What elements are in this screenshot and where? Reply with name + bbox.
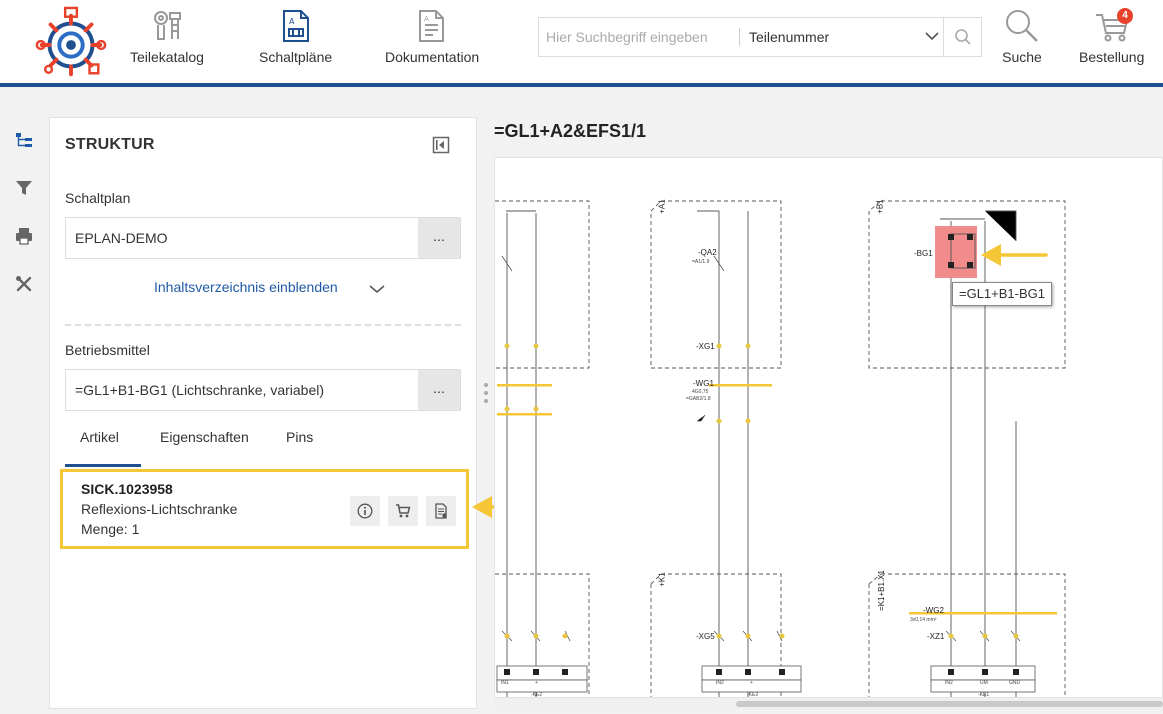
pin-plus-1: +: [535, 680, 538, 686]
cable-wg2-spec: 3x0,14 mm²: [910, 617, 937, 623]
pin-in2-right: IN2: [945, 680, 953, 686]
betriebsmittel-label: Betriebsmittel: [65, 342, 150, 358]
pin-plus-2: +: [750, 680, 753, 686]
search-field-value: Teilenummer: [749, 29, 830, 45]
svg-text:A: A: [289, 17, 295, 26]
filter-icon[interactable]: [12, 176, 36, 200]
article-number: SICK.1023958: [81, 481, 173, 497]
info-button[interactable]: [350, 496, 380, 526]
terminal-xg5[interactable]: -XG5: [696, 632, 715, 641]
schaltplan-value: EPLAN-DEMO: [75, 230, 168, 246]
chevron-down-icon: [925, 32, 939, 41]
pin-gnd: GND: [1009, 680, 1021, 686]
search-input[interactable]: [539, 18, 739, 56]
article-description: Reflexions-Lichtschranke: [81, 501, 238, 517]
schaltplan-label: Schaltplan: [65, 190, 131, 206]
module-ke1: -KE1: [978, 692, 990, 698]
nav-dokumentation-label: Dokumentation: [385, 49, 480, 65]
magnifier-icon: [1002, 8, 1042, 44]
scrollbar-thumb[interactable]: [736, 701, 1163, 707]
article-quantity: Menge: 1: [81, 521, 140, 537]
search-divider: [739, 28, 740, 46]
location-label-k1-x1: =K1+B1.X1: [876, 570, 886, 611]
panel-resize-handle[interactable]: [483, 383, 489, 413]
parts-catalog-icon: [147, 8, 187, 44]
nav-suche[interactable]: Suche: [1002, 8, 1042, 65]
nav-bestellung[interactable]: Bestellung: [1079, 8, 1144, 65]
collapse-panel-icon[interactable]: [432, 136, 450, 154]
pin-um: UM: [980, 680, 988, 686]
nav-teilekatalog-label: Teilekatalog: [130, 49, 204, 65]
cable-wg1-ref: =GAB2/1.8: [686, 396, 711, 402]
tab-eigenschaften[interactable]: Eigenschaften: [160, 429, 249, 445]
cable-wg1-spec: 4G0,75: [692, 389, 709, 395]
device-qa2-ref: =A1/1.9: [692, 259, 710, 265]
location-label-b1: +B1: [875, 199, 885, 214]
location-label-a1: +A1: [657, 199, 667, 214]
pin-in2: IN2: [716, 680, 724, 686]
info-icon: [357, 503, 373, 519]
active-tab-indicator: [65, 464, 141, 467]
tools-icon[interactable]: [12, 272, 36, 296]
schaltplan-field[interactable]: EPLAN-DEMO ...: [65, 217, 461, 259]
company-logo[interactable]: [32, 6, 110, 84]
article-card: SICK.1023958 Reflexions-Lichtschranke Me…: [60, 469, 469, 549]
device-qa2[interactable]: -QA2: [698, 248, 717, 257]
location-label-k1: +K1: [657, 572, 667, 587]
tab-pins[interactable]: Pins: [286, 429, 314, 445]
cart-icon: [396, 504, 411, 518]
documentation-icon: A: [412, 8, 452, 44]
search-box: Teilenummer: [538, 17, 982, 57]
cart-count-badge: 4: [1117, 8, 1133, 24]
document-button[interactable]: [426, 496, 456, 526]
panel-title: STRUKTUR: [65, 136, 155, 153]
terminal-xz1[interactable]: -XZ1: [927, 632, 945, 641]
horizontal-scrollbar[interactable]: [494, 698, 1163, 710]
section-divider: [65, 324, 461, 326]
betriebsmittel-value: =GL1+B1-BG1 (Lichtschranke, variabel): [75, 382, 325, 398]
svg-text:A: A: [424, 15, 429, 23]
nav-schaltplaene[interactable]: A Schaltpläne: [259, 8, 332, 65]
cable-wg1[interactable]: -WG1: [693, 379, 714, 388]
add-to-cart-button[interactable]: [388, 496, 418, 526]
print-icon[interactable]: [12, 224, 36, 248]
betriebsmittel-picker-button[interactable]: ...: [418, 370, 460, 410]
module-ke2-left: -KE2: [531, 692, 543, 698]
schaltplan-picker-button[interactable]: ...: [418, 218, 460, 258]
device-bg1[interactable]: -BG1: [914, 249, 933, 258]
document-icon: [435, 503, 447, 519]
nav-teilekatalog[interactable]: Teilekatalog: [130, 8, 204, 65]
nav-bestellung-label: Bestellung: [1079, 49, 1145, 65]
nav-dokumentation[interactable]: A Dokumentation: [385, 8, 479, 65]
device-tooltip: =GL1+B1-BG1: [952, 282, 1052, 306]
module-ke2-mid: -KE2: [747, 692, 759, 698]
sheet-title: =GL1+A2&EFS1/1: [494, 121, 647, 141]
schematic-canvas[interactable]: +A1 +B1 +K1 =K1+B1.X1 -QA2 =A1/1.9 -BG1 …: [494, 157, 1163, 698]
structure-tree-icon[interactable]: [12, 128, 36, 152]
tab-artikel[interactable]: Artikel: [80, 429, 119, 445]
schematic-icon: A: [276, 8, 316, 44]
betriebsmittel-field[interactable]: =GL1+B1-BG1 (Lichtschranke, variabel) ..…: [65, 369, 461, 411]
top-header: Teilekatalog A Schaltpläne A Dokumentati…: [0, 0, 1163, 87]
search-submit-button[interactable]: [943, 18, 981, 56]
cable-wg2[interactable]: -WG2: [923, 606, 944, 615]
nav-suche-label: Suche: [1002, 49, 1042, 65]
chevron-down-icon[interactable]: [368, 282, 386, 296]
search-field-select[interactable]: Teilenummer: [749, 18, 949, 56]
structure-panel: STRUKTUR Schaltplan EPLAN-DEMO ... Inhal…: [49, 117, 477, 709]
pin-in1: IN1: [501, 680, 509, 686]
schematic-drawing: [495, 200, 1066, 697]
toc-toggle-link[interactable]: Inhaltsverzeichnis einblenden: [154, 279, 338, 295]
search-icon: [954, 29, 971, 45]
nav-schaltplaene-label: Schaltpläne: [259, 49, 333, 65]
terminal-xg1[interactable]: -XG1: [696, 342, 715, 351]
